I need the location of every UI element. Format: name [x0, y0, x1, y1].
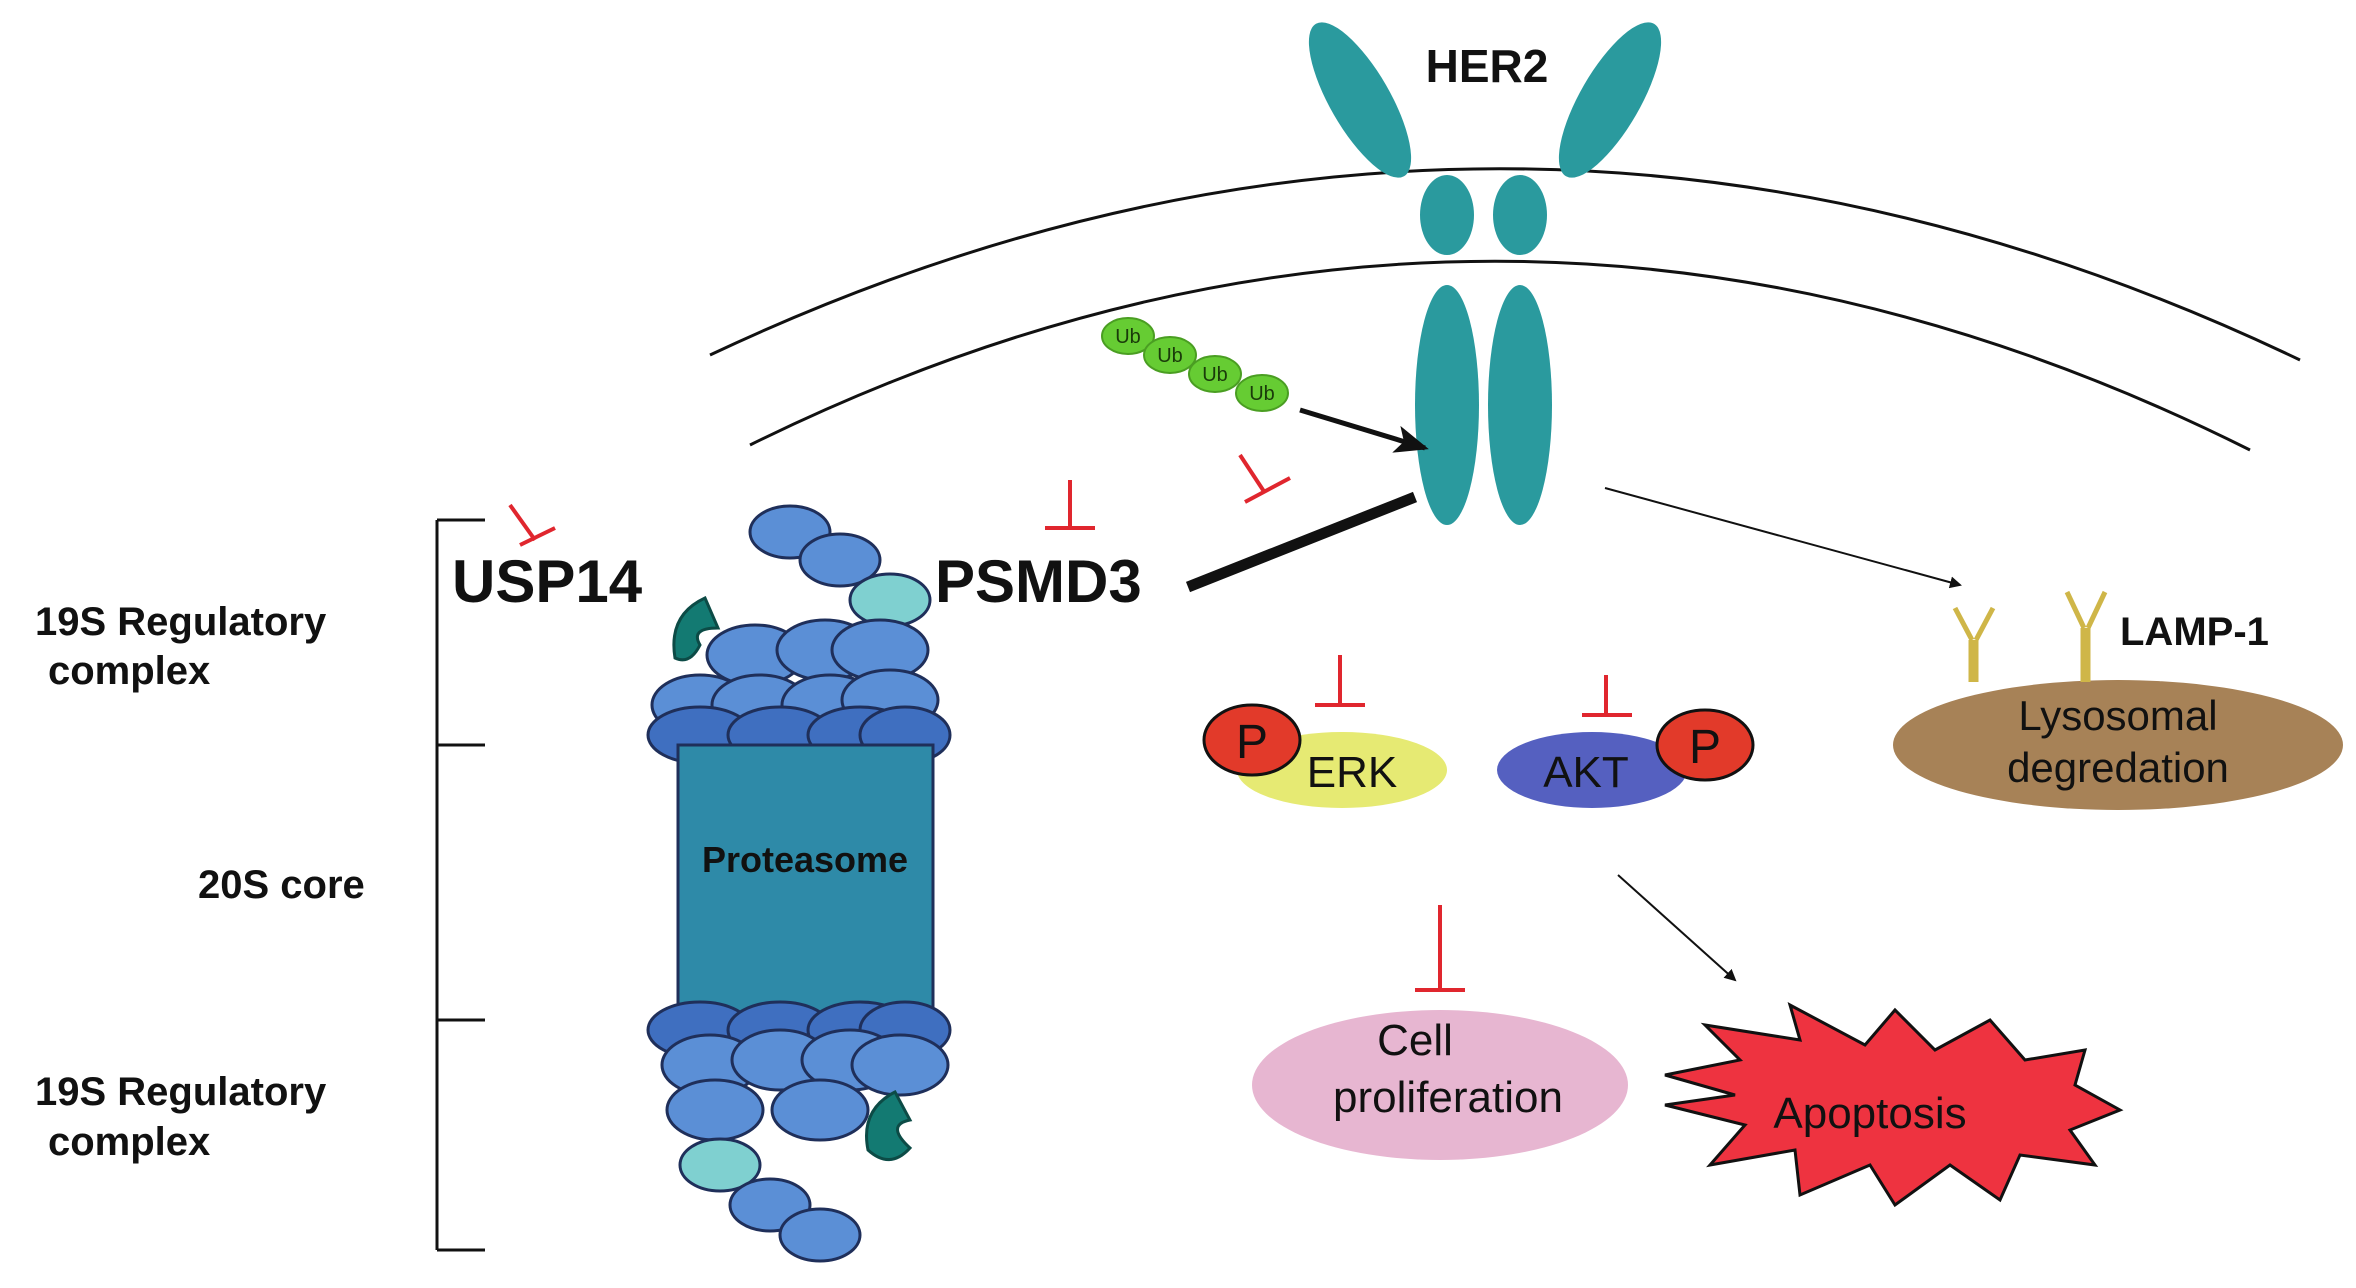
proteasome-core	[676, 743, 935, 1022]
psmd3-inhibit-icon	[1045, 480, 1095, 530]
lamp1-icon	[1952, 590, 2108, 682]
psmd3-label: PSMD3	[935, 548, 1142, 615]
reg-bottom-line1: 19S Regulatory	[35, 1070, 327, 1114]
lysosomal-line1: Lysosomal	[2018, 692, 2217, 739]
pakt-complex: AKT P	[1497, 708, 1755, 808]
apoptosis-label: Apoptosis	[1773, 1089, 1966, 1138]
membrane-inner-curve	[749, 259, 2251, 452]
ub-label: Ub	[1202, 364, 1228, 386]
phospho-label: P	[1236, 716, 1268, 769]
proteasome	[646, 504, 952, 1263]
erk-label: ERK	[1307, 748, 1397, 797]
ubiquitin-chain: Ub Ub Ub Ub	[1101, 317, 1289, 412]
core-label: 20S core	[198, 863, 365, 907]
apoptosis: Apoptosis	[1664, 1002, 2124, 1208]
usp14-inhibit-icon	[508, 503, 556, 547]
perk-complex: ERK P	[1202, 703, 1447, 808]
her2-label: HER2	[1426, 40, 1549, 92]
ub-label: Ub	[1249, 383, 1275, 405]
ub-label: Ub	[1115, 326, 1141, 348]
phospho-icon	[1655, 708, 1755, 782]
membrane-outer-curve	[709, 167, 2301, 362]
akt-inhibit-icon	[1582, 675, 1632, 717]
ub-label: Ub	[1157, 345, 1183, 367]
proteasome-label: Proteasome	[702, 839, 908, 880]
reg-top-line2: complex	[48, 649, 210, 693]
inhibition-marks	[508, 453, 1632, 992]
akt-label: AKT	[1543, 748, 1629, 797]
her2-receptor	[1308, 22, 1662, 525]
her2-to-lysosome-arrow	[1604, 487, 1962, 589]
phospho-icon	[1202, 703, 1302, 777]
complex-bracket	[435, 518, 485, 1252]
cell-line1: Cell	[1377, 1016, 1453, 1065]
psmd3-her2-binding-line	[1185, 491, 1418, 593]
akt-to-apoptosis-arrow	[1617, 874, 1737, 982]
cell-line2: proliferation	[1333, 1073, 1563, 1122]
usp14-cap-icon	[672, 595, 721, 662]
lysosome: Lysosomal degredation	[1893, 680, 2343, 810]
usp14-label: USP14	[452, 548, 643, 615]
cell-proliferation: Cell proliferation	[1252, 1010, 1628, 1160]
lysosomal-line2: degredation	[2007, 744, 2229, 791]
reg-bottom-line2: complex	[48, 1120, 210, 1164]
ub-inhibit-icon	[1238, 453, 1291, 504]
phospho-label: P	[1689, 721, 1721, 774]
ub-to-her2-arrow	[1299, 407, 1429, 453]
reg-top-line1: 19S Regulatory	[35, 600, 327, 644]
erk-inhibit-icon	[1315, 655, 1365, 707]
proliferation-inhibit-icon	[1415, 905, 1465, 992]
lamp1-label: LAMP-1	[2120, 610, 2269, 654]
usp14-cap-icon	[865, 1089, 913, 1161]
